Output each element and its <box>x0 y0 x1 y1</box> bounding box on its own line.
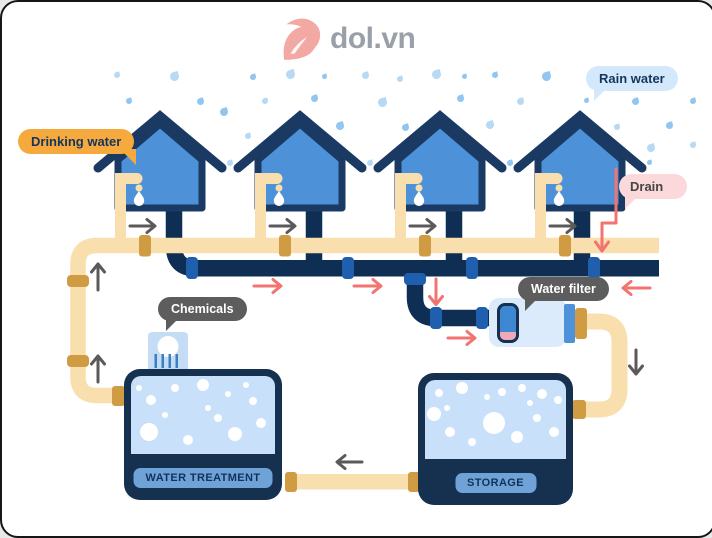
red-flow-arrows <box>252 167 652 346</box>
dol-logo: dol.vn <box>282 16 416 62</box>
water-bubble <box>498 388 506 396</box>
supply-pipes <box>70 237 659 490</box>
water-bubble <box>249 397 257 405</box>
filter-flange <box>564 304 575 343</box>
drinking-water-label: Drinking water <box>18 129 137 165</box>
water-bubble <box>511 431 523 443</box>
water-bubble <box>171 384 179 392</box>
filter-indicator <box>497 303 519 343</box>
water-bubble <box>146 395 156 405</box>
dol-leaf-logo-icon <box>283 18 321 60</box>
tank-label: STORAGE <box>455 473 536 493</box>
water-bubble <box>214 414 222 422</box>
storage-tank: STORAGE <box>418 373 573 505</box>
water-bubble <box>444 405 450 411</box>
water-bubble <box>140 423 158 441</box>
water-bubble <box>205 405 211 411</box>
dispenser-sprinkle-icon <box>154 354 182 368</box>
water-bubble <box>468 438 476 446</box>
house <box>378 116 502 242</box>
water-bubble <box>197 379 209 391</box>
water-bubble <box>533 414 541 422</box>
water-bubble <box>256 418 266 428</box>
water-bubble <box>456 382 468 394</box>
water-bubble <box>527 400 533 406</box>
water-bubble <box>549 427 559 437</box>
water-bubble <box>484 394 490 400</box>
rain-water-label: Rain water <box>586 66 678 101</box>
water-bubble <box>537 389 547 399</box>
water-filter-label: Water filter <box>518 277 609 311</box>
house <box>238 116 362 242</box>
tank-water <box>131 376 275 454</box>
tan-pipe-joints <box>67 235 587 492</box>
chemicals-label: Chemicals <box>158 297 247 331</box>
water-bubble <box>427 407 441 421</box>
water-bubble <box>445 427 455 437</box>
blue-pipe-joints <box>186 257 600 329</box>
water-bubble <box>243 382 249 388</box>
water-bubble <box>162 412 168 418</box>
water-bubble <box>483 412 505 434</box>
water-bubble <box>136 385 142 391</box>
water-bubble <box>518 384 526 392</box>
chemical-dispenser <box>148 332 188 370</box>
water-bubble <box>554 396 562 404</box>
dispenser-ball <box>157 336 179 357</box>
water-bubble <box>183 435 193 445</box>
water-bubble <box>435 389 443 397</box>
tank-label: WATER TREATMENT <box>133 468 273 488</box>
tank-water <box>425 380 566 459</box>
logo-text: dol.vn <box>330 22 416 55</box>
water-bubble <box>225 391 231 397</box>
gray-flow-arrows <box>90 262 644 470</box>
drain-line <box>594 167 618 253</box>
drain-label: Drain <box>619 174 688 209</box>
water-treatment-tank: WATER TREATMENT <box>124 369 282 500</box>
water-bubble <box>228 427 242 441</box>
